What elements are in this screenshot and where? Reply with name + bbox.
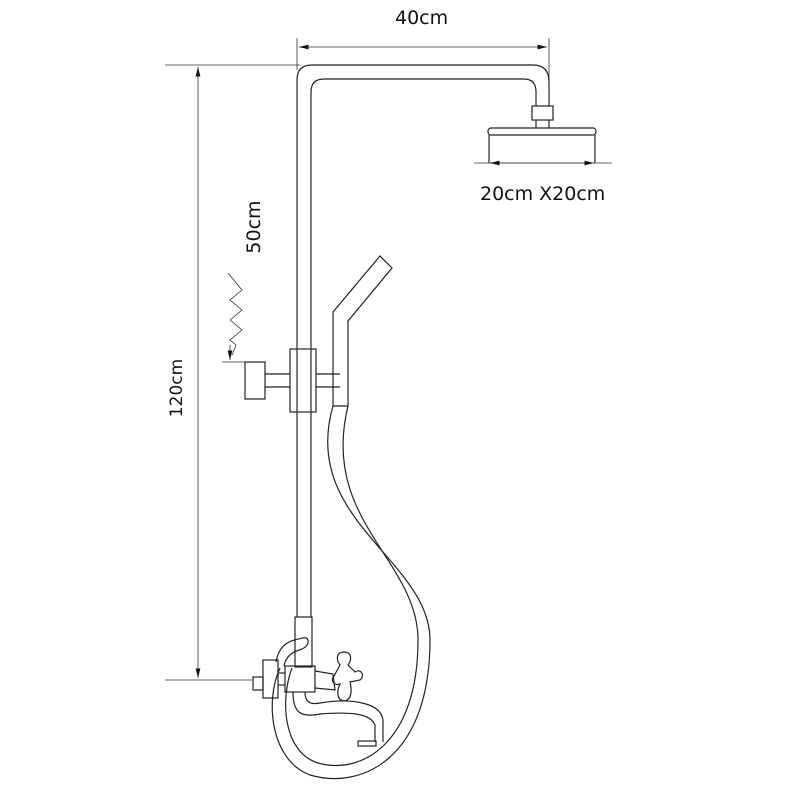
lower-rail xyxy=(294,616,313,668)
shower-hose xyxy=(271,405,431,780)
height-dimension-line xyxy=(165,64,300,681)
mixer-valve xyxy=(252,637,364,702)
hand-shower xyxy=(332,255,393,407)
bath-spout xyxy=(292,691,384,747)
shower-head xyxy=(487,105,597,163)
shower-rail-pipe xyxy=(296,64,550,617)
head-size-label: 20cm X20cm xyxy=(480,183,606,205)
slider-bracket xyxy=(244,348,340,413)
height-label: 120cm xyxy=(167,358,187,418)
hand-shower-height-label: 50cm xyxy=(243,200,265,254)
width-label: 40cm xyxy=(395,7,449,29)
width-dimension-line xyxy=(296,38,550,100)
hand-shower-height-indicator xyxy=(222,272,247,363)
